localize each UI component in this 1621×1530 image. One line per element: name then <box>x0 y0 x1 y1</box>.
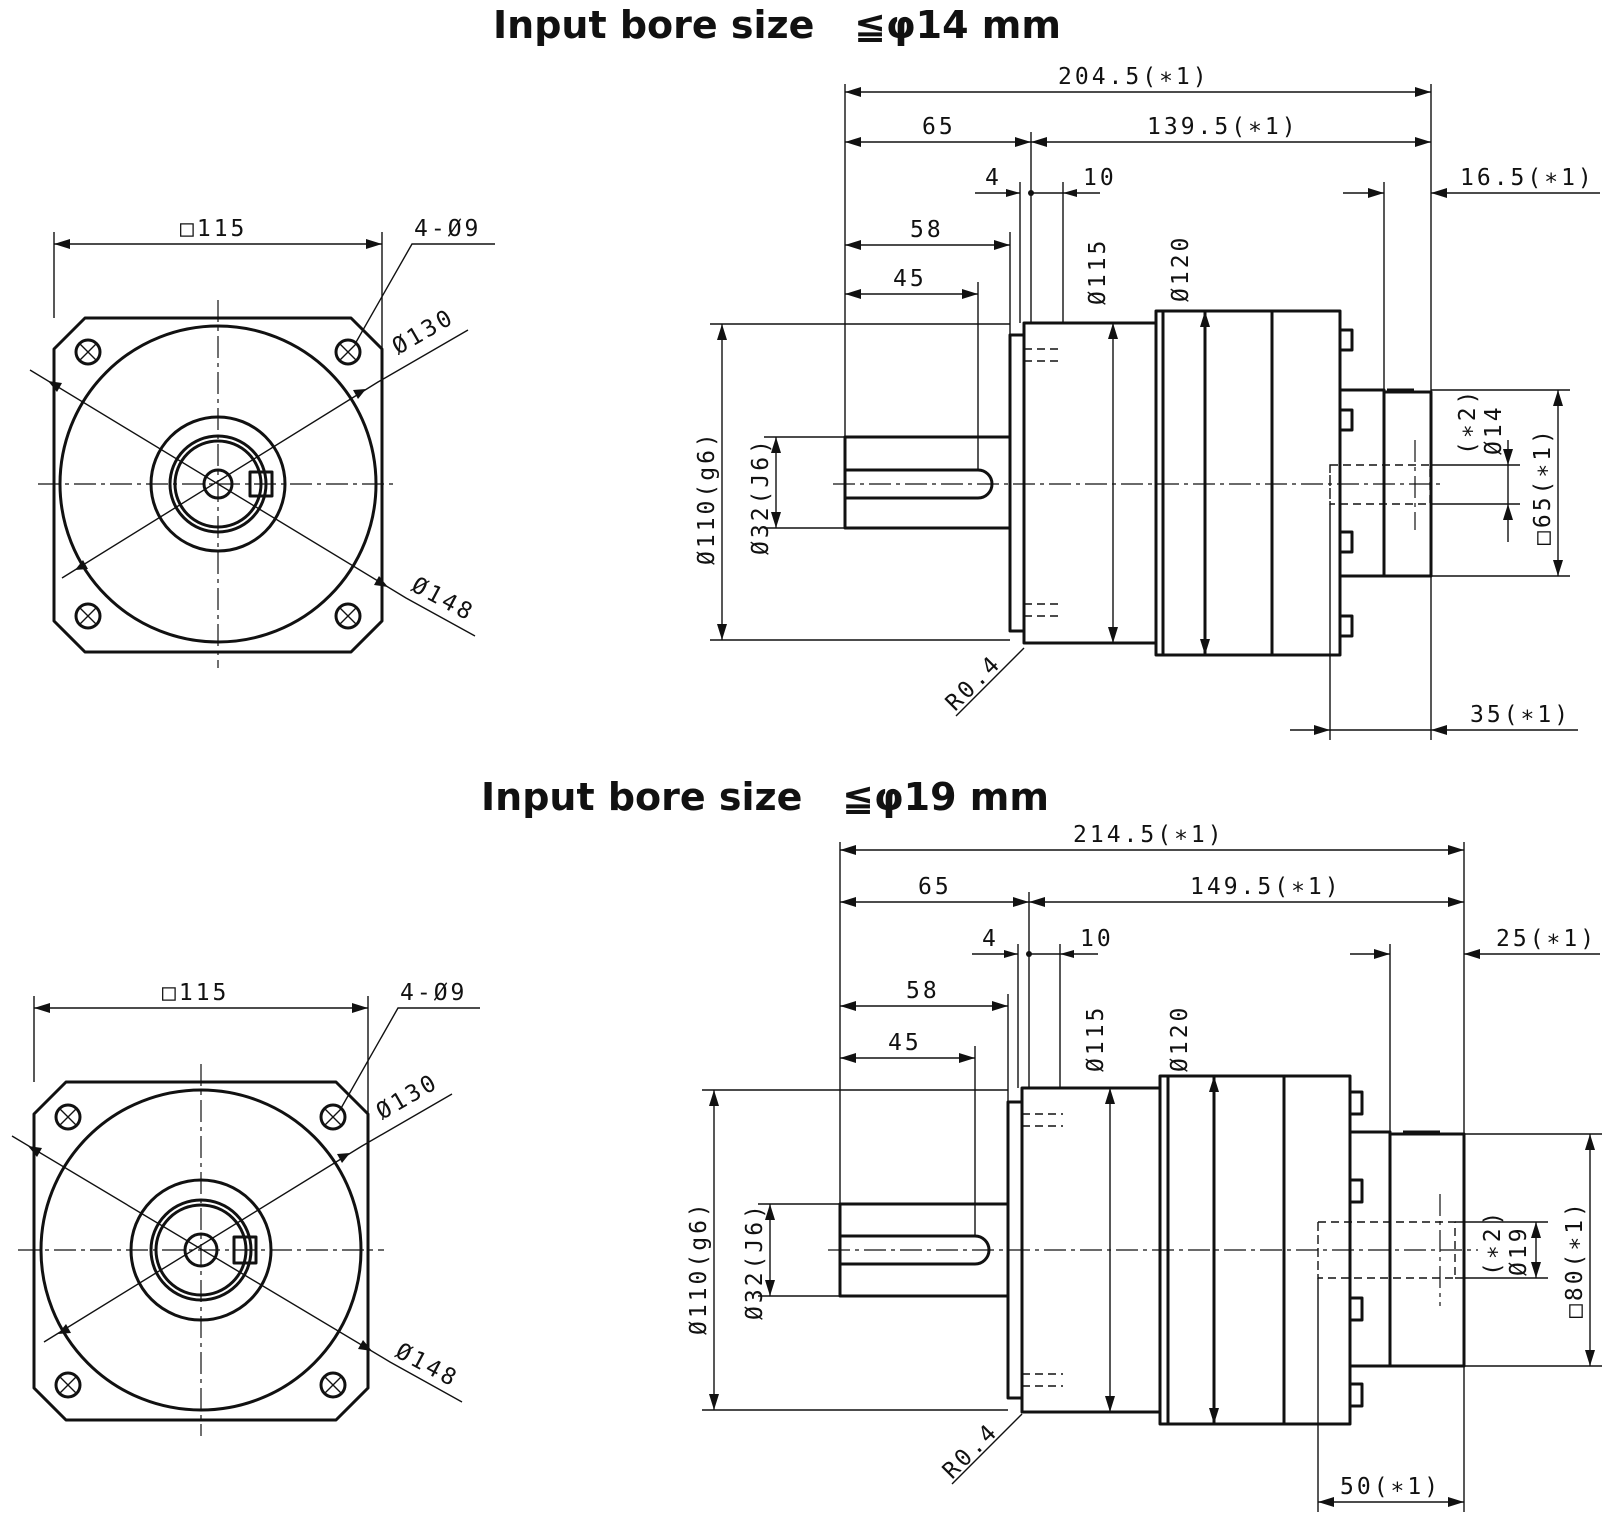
dim-dia120-bottom: Ø120 <box>1167 1005 1193 1072</box>
dim-65-bottom: 65 <box>918 874 952 900</box>
dim-4-bottom: 4 <box>982 926 999 952</box>
dim-holes-bottom: 4-Ø9 <box>400 980 467 1006</box>
dim-58-top: 58 <box>910 217 944 243</box>
side-view-bottom: 214.5(∗1) 65 149.5(∗1) 4 10 25(∗1) 58 45… <box>686 822 1602 1512</box>
dim-dia130-bottom: Ø130 <box>372 1069 443 1125</box>
dim-65-top: 65 <box>922 114 956 140</box>
dim-45-bottom: 45 <box>888 1030 922 1056</box>
dim-bore-bottom: (∗2)Ø19 <box>1480 1209 1532 1276</box>
dim-dia115-top: Ø115 <box>1085 238 1111 305</box>
dim-bore-depth-bottom: 50(∗1) <box>1340 1474 1441 1500</box>
dim-square-115-top: □115 <box>180 216 247 242</box>
dim-adapter-len-top: 16.5(∗1) <box>1460 165 1595 191</box>
dim-dia148-bottom: Ø148 <box>391 1338 463 1393</box>
dim-dia130-top: Ø130 <box>388 304 459 360</box>
bolt-hole <box>54 1103 347 1399</box>
dim-10-bottom: 10 <box>1080 926 1114 952</box>
dim-adapter-len-bottom: 25(∗1) <box>1496 926 1597 952</box>
dim-58-bottom: 58 <box>906 978 940 1004</box>
dim-shaft-bottom: Ø32(J6) <box>742 1202 768 1320</box>
dim-adapter-sq-top: □65(∗1) <box>1530 427 1556 545</box>
dim-shaft-top: Ø32(J6) <box>748 437 774 555</box>
dim-bore-top: (∗2)Ø14 <box>1455 388 1507 455</box>
dim-radius-bottom: R0.4 <box>938 1418 1004 1484</box>
dim-bore-depth-top: 35(∗1) <box>1470 702 1571 728</box>
bolt-hole <box>74 338 362 630</box>
dim-10-top: 10 <box>1083 165 1117 191</box>
title-top: Input bore size ≦φ14 mm <box>493 3 1061 47</box>
end-view-bottom: □115 4-Ø9 Ø148 Ø130 <box>11 980 480 1436</box>
dim-dia115-bottom: Ø115 <box>1083 1005 1109 1072</box>
dim-square-115-bottom: □115 <box>162 980 229 1006</box>
dim-pilot-top: Ø110(g6) <box>694 430 720 565</box>
title-bottom: Input bore size ≦φ19 mm <box>481 775 1049 819</box>
dim-1495-bottom: 149.5(∗1) <box>1190 874 1342 900</box>
side-view-top: 204.5(∗1) 65 139.5(∗1) 4 10 16.5(∗1) 58 … <box>694 64 1600 740</box>
dim-holes-top: 4-Ø9 <box>414 216 481 242</box>
dim-dia120-top: Ø120 <box>1168 235 1194 302</box>
dim-adapter-sq-bottom: □80(∗1) <box>1562 1200 1588 1318</box>
dim-radius-top: R0.4 <box>941 650 1007 716</box>
dim-pilot-bottom: Ø110(g6) <box>686 1200 712 1335</box>
dim-overall-top: 204.5(∗1) <box>1058 64 1210 90</box>
dim-1395-top: 139.5(∗1) <box>1147 114 1299 140</box>
dim-45-top: 45 <box>893 266 927 292</box>
end-view-top: □115 4-Ø9 Ø148 Ø130 <box>29 216 495 668</box>
dim-overall-bottom: 214.5(∗1) <box>1073 822 1225 848</box>
dim-4-top: 4 <box>985 165 1002 191</box>
